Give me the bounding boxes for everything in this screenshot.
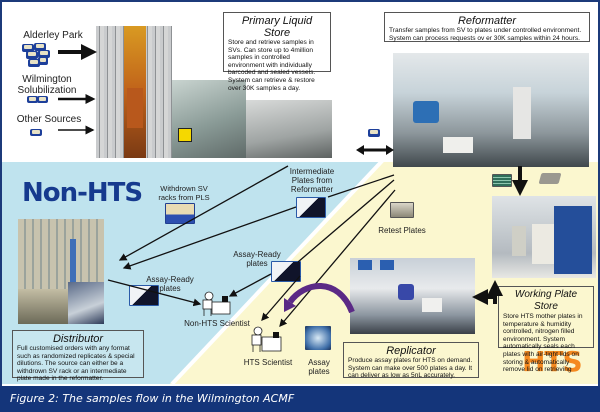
- arrow-replicator-to-assay-plates: [287, 283, 355, 314]
- assay-ready-plates-image-1: [271, 261, 301, 282]
- reformatter-photo: [393, 53, 589, 167]
- arrow-distributor-to-non-hts-scientist: [107, 279, 202, 307]
- plate-stack-icon: [38, 57, 48, 65]
- scientist-figures: [202, 291, 282, 352]
- arrow-store-to-hts-scientist: [279, 189, 396, 327]
- store-machine-photo: [172, 80, 246, 158]
- reformatter-title: Reformatter: [457, 15, 517, 27]
- reformatter-description: Transfer samples from SV to plates under…: [389, 27, 582, 42]
- conveyor-photo: [246, 100, 332, 158]
- assay-plates-label: Assay plates: [308, 358, 330, 376]
- hts-scientist-icon: [251, 326, 282, 352]
- sv-rack-icon: [368, 129, 380, 137]
- plate-rack-icon: [492, 174, 512, 187]
- arrow-assay-ready-to-non-hts-scientist: [228, 273, 272, 297]
- retest-plates-label: Retest Plates: [378, 226, 426, 235]
- sv-rack-image: [165, 203, 195, 224]
- arrow-working-store-replicator: [472, 280, 503, 305]
- reformatter-box: Reformatter Transfer samples from SV to …: [384, 12, 590, 42]
- arrow-intermediate-to-distributor: [122, 206, 297, 270]
- working-plate-store-title: Working Plate Store: [514, 289, 578, 312]
- arrow-reformatter-to-assay-ready: [297, 179, 395, 263]
- distributor-box: Distributor Full customised orders with …: [12, 330, 144, 382]
- hts-label: HTS: [522, 345, 583, 378]
- plate-icon: [27, 96, 38, 103]
- distributor-description: Full customised orders with any format s…: [17, 345, 135, 383]
- replicator-photo: [350, 258, 475, 334]
- assay-ready-plates-label-1: Assay-Ready plates: [233, 250, 281, 268]
- primary-liquid-store-box: Primary Liquid Store Store and retrieve …: [223, 12, 331, 92]
- working-plate-store-box: Working Plate Store Store HTS mother pla…: [498, 286, 594, 373]
- assay-plates-image: [305, 326, 331, 350]
- plate-icon: [30, 129, 42, 136]
- primary-liquid-store-description: Store and retrieve samples in SVs. Can s…: [228, 39, 316, 92]
- source-wilmington-label: Wilmington Solubilization: [17, 74, 77, 96]
- plate-stack-icon: [38, 50, 50, 58]
- non-hts-scientist-icon: [202, 291, 231, 316]
- intermediate-plates-image: [296, 197, 326, 218]
- arrow-store-to-distributor: [118, 165, 289, 261]
- assay-ready-plates-image-2: [129, 285, 159, 306]
- figure-caption: Figure 2: The samples flow in the Wilmin…: [0, 386, 600, 412]
- source-other-label: Other Sources: [16, 114, 82, 125]
- working-plate-store-description: Store HTS mother plates in temperature &…: [503, 313, 583, 374]
- plate-stack-icon: [34, 43, 46, 51]
- replicator-box: Replicator Produce assay plates for HTS …: [343, 342, 479, 380]
- assay-ready-plates-label-2: Assay-Ready plates: [146, 275, 194, 293]
- flow-arrows: [58, 44, 528, 327]
- plate-icon: [37, 96, 48, 103]
- replicator-description: Produce assay plates for HTS on demand. …: [348, 357, 473, 380]
- non-hts-scientist-label: Non-HTS Scientist: [184, 319, 250, 328]
- replicator-title: Replicator: [386, 345, 436, 357]
- non-hts-label: Non-HTS: [22, 178, 143, 208]
- distributor-detail-photo: [68, 282, 104, 324]
- plate-stack-icon: [22, 44, 34, 52]
- retest-plates-image: [390, 202, 414, 218]
- intermediate-plates-label: Intermediate Plates from Reformatter: [289, 167, 335, 194]
- hts-scientist-label: HTS Scientist: [243, 358, 293, 367]
- working-plate-store-photo: [492, 196, 596, 278]
- withdrawn-sv-label: Withdrown SV racks from PLS: [158, 184, 210, 202]
- plate-stack-icon: [26, 51, 38, 59]
- primary-liquid-store-title: Primary Liquid Store: [241, 15, 313, 39]
- plate-stack-icon: [28, 59, 40, 67]
- arrow-assay-ready-to-hts-scientist: [261, 275, 301, 321]
- arrow-store-reformatter-bidirectional: [356, 145, 394, 155]
- source-alderley-park-label: Alderley Park: [23, 30, 83, 41]
- arrow-reformatter-to-intermediate: [327, 174, 395, 198]
- purple-arrowhead: [284, 298, 296, 312]
- non-hts-region: [2, 162, 380, 384]
- distributor-title: Distributor: [52, 333, 104, 345]
- primary-liquid-store-photo: [96, 26, 172, 158]
